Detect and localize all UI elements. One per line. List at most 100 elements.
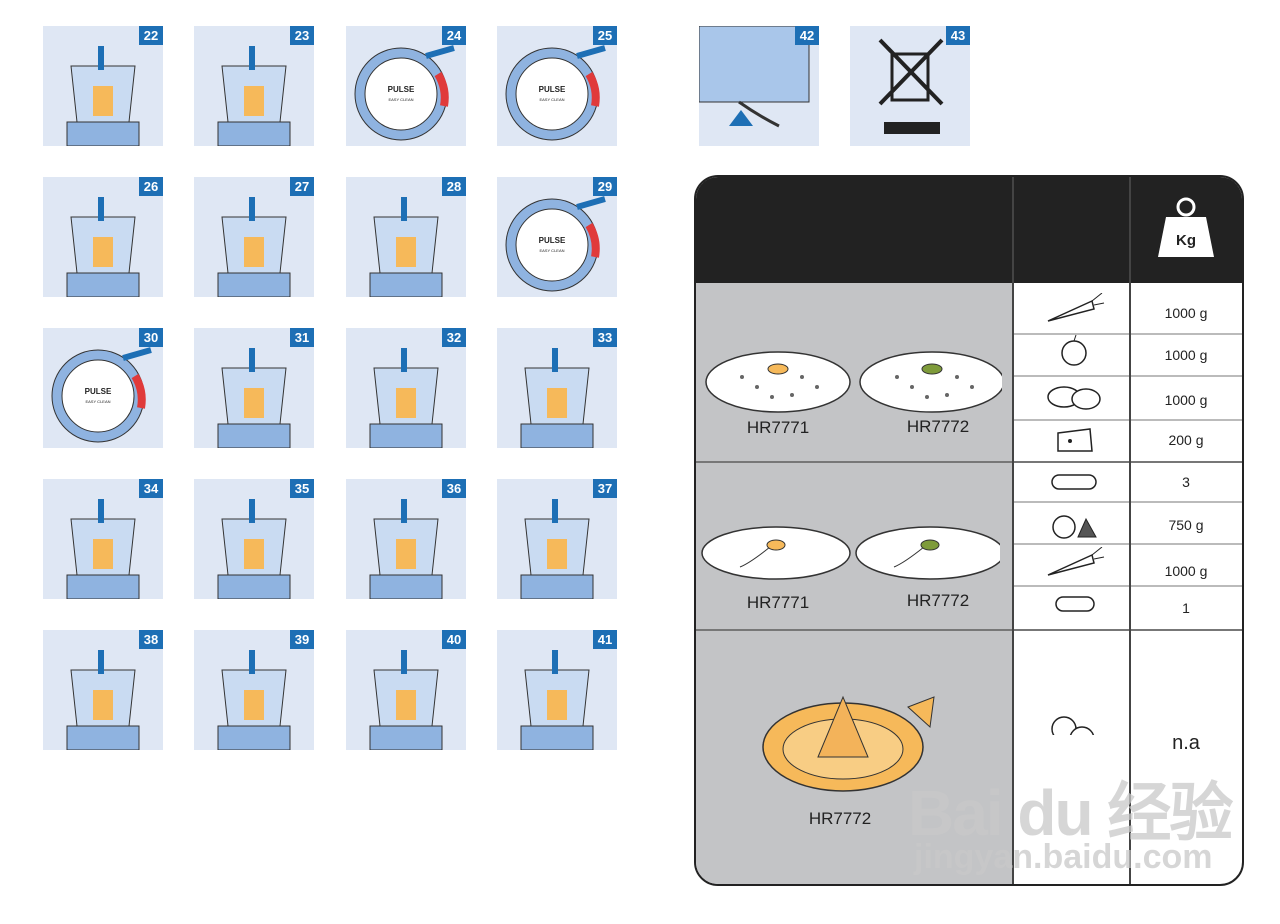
blender-illustration — [217, 348, 291, 448]
amount-value: 3 — [1182, 474, 1190, 490]
step-number: 31 — [290, 328, 314, 347]
amount-value: 1 — [1182, 600, 1190, 616]
step-panel-31: 31 — [194, 328, 314, 448]
row-divider — [1012, 333, 1242, 335]
blender-illustration — [66, 46, 140, 146]
model-label: HR7772 — [906, 417, 970, 436]
step-panel-24: PULSE EASY CLEAN 24 — [346, 26, 466, 146]
svg-text:EASY CLEAN: EASY CLEAN — [539, 97, 564, 102]
step-number: 29 — [593, 177, 617, 196]
recycle-bin-crossed-icon — [878, 38, 944, 134]
cheese-icon — [1057, 428, 1093, 452]
step-number: 41 — [593, 630, 617, 649]
weight-label: Kg — [1176, 232, 1196, 249]
step-panel-38: 38 — [43, 630, 163, 750]
blender-illustration — [520, 650, 594, 750]
capacity-table: Kg HR7771 HR7772 HR7771 HR7772 HR7772 10… — [694, 175, 1244, 886]
step-number: 35 — [290, 479, 314, 498]
step-number: 40 — [442, 630, 466, 649]
blender-illustration — [520, 499, 594, 599]
svg-text:EASY CLEAN: EASY CLEAN — [539, 248, 564, 253]
step-panel-25: PULSE EASY CLEAN 25 — [497, 26, 617, 146]
amount-value: 1000 g — [1164, 347, 1208, 363]
citrus-press-image — [762, 695, 935, 792]
dial-illustration: PULSE EASY CLEAN — [505, 196, 606, 292]
row-divider — [1012, 543, 1242, 545]
weight-kg-icon: Kg — [1158, 197, 1214, 257]
step-number: 28 — [442, 177, 466, 196]
row-divider — [1012, 501, 1242, 503]
blender-illustration — [369, 348, 443, 448]
svg-text:EASY CLEAN: EASY CLEAN — [388, 97, 413, 102]
step-panel-22: 22 — [43, 26, 163, 146]
step-panel-43: 43 — [850, 26, 970, 146]
blender-illustration — [217, 197, 291, 297]
onion-icon — [1052, 515, 1097, 539]
step-panel-33: 33 — [497, 328, 617, 448]
column-divider — [1012, 177, 1014, 884]
step-panel-42: 42 — [699, 26, 819, 146]
step-panel-26: 26 — [43, 177, 163, 297]
step-number: 39 — [290, 630, 314, 649]
step-panel-36: 36 — [346, 479, 466, 599]
step-number: 34 — [139, 479, 163, 498]
watermark-brand: Bai du 经验 — [908, 777, 1233, 849]
amount-value: 750 g — [1168, 517, 1204, 533]
row-divider — [1012, 585, 1242, 587]
model-label: HR7771 — [746, 593, 810, 612]
step-number: 24 — [442, 26, 466, 45]
step-number: 32 — [442, 328, 466, 347]
step-number: 25 — [593, 26, 617, 45]
step-panel-27: 27 — [194, 177, 314, 297]
step-number: 37 — [593, 479, 617, 498]
step-panel-29: PULSE EASY CLEAN 29 — [497, 177, 617, 297]
blender-illustration — [217, 499, 291, 599]
dial-illustration: PULSE EASY CLEAN — [354, 45, 455, 141]
step-panel-41: 41 — [497, 630, 617, 750]
slicing-discs — [701, 526, 1000, 580]
step-number: 36 — [442, 479, 466, 498]
model-label: HR7772 — [906, 591, 970, 610]
step-number: 22 — [139, 26, 163, 45]
svg-text:PULSE: PULSE — [539, 236, 566, 245]
citrus-icon — [1051, 716, 1095, 735]
row-divider — [1012, 375, 1242, 377]
step-number: 38 — [139, 630, 163, 649]
amount-value: 1000 g — [1164, 305, 1208, 321]
row-divider — [1012, 419, 1242, 421]
step-panel-23: 23 — [194, 26, 314, 146]
svg-text:PULSE: PULSE — [539, 85, 566, 94]
svg-text:EASY CLEAN: EASY CLEAN — [85, 399, 110, 404]
carrot-icon — [1047, 547, 1105, 576]
carrot-icon — [1047, 293, 1105, 322]
dial-illustration: PULSE EASY CLEAN — [505, 45, 606, 141]
model-label: HR7771 — [746, 418, 810, 437]
step-panel-39: 39 — [194, 630, 314, 750]
step-panel-34: 34 — [43, 479, 163, 599]
step-number: 42 — [795, 26, 819, 45]
step-panel-37: 37 — [497, 479, 617, 599]
watermark-url: jingyan.baidu.com — [914, 838, 1213, 876]
blender-illustration — [217, 46, 291, 146]
amount-value: 1000 g — [1164, 563, 1208, 579]
step-panel-35: 35 — [194, 479, 314, 599]
dial-illustration: PULSE EASY CLEAN — [51, 347, 152, 443]
appliance-cord-illustration — [699, 26, 810, 128]
step-number: 26 — [139, 177, 163, 196]
blender-illustration — [66, 197, 140, 297]
step-number: 43 — [946, 26, 970, 45]
column-divider — [1129, 177, 1131, 884]
apple-icon — [1061, 334, 1087, 366]
blender-illustration — [369, 650, 443, 750]
sausage-icon — [1055, 596, 1095, 612]
blender-illustration — [66, 650, 140, 750]
amount-value: 1000 g — [1164, 392, 1208, 408]
step-panel-32: 32 — [346, 328, 466, 448]
amount-value: n.a — [1172, 732, 1200, 754]
blender-illustration — [520, 348, 594, 448]
grating-discs — [705, 351, 1002, 413]
svg-text:PULSE: PULSE — [85, 387, 112, 396]
svg-text:PULSE: PULSE — [388, 85, 415, 94]
blender-illustration — [217, 650, 291, 750]
